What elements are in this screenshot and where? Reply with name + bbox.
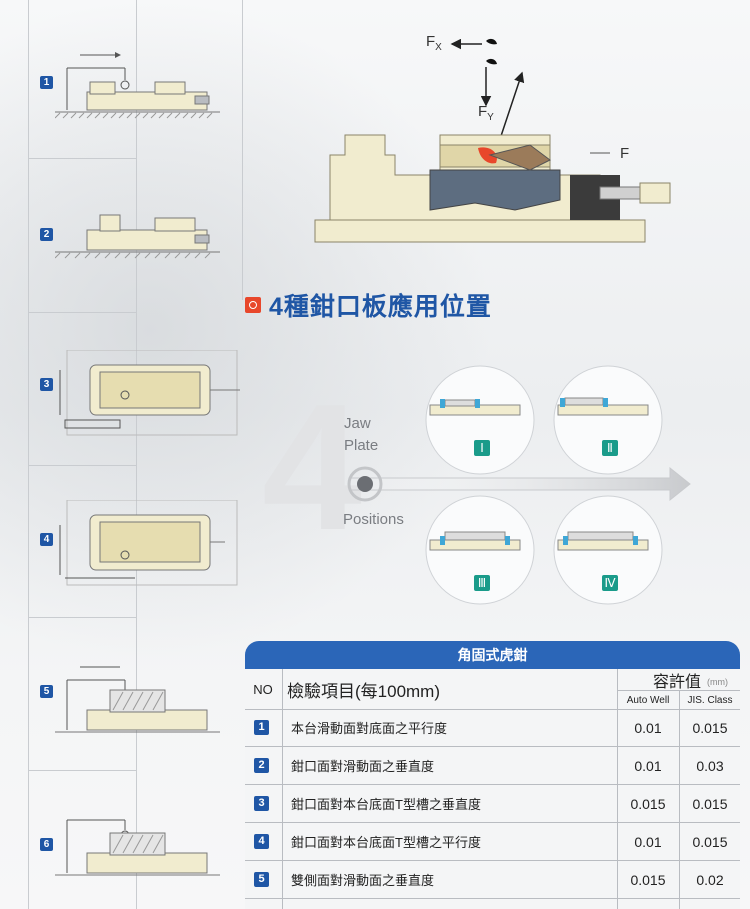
side-number-badge: 2 [40,228,53,241]
jis-value: 0.03 [696,757,724,774]
column-header-jis: JIS. Class [687,694,733,706]
column-divider [617,669,618,909]
side-number-badge: 4 [40,533,53,546]
table-caption: 角固式虎鉗 [245,641,740,669]
table-row: 1 本台滑動面對底面之平行度 0.01 0.015 [245,709,740,747]
page-title: 4種鉗口板應用位置 [269,293,492,321]
position-badge-3: Ⅲ [474,575,490,591]
position-badge-1: Ⅰ [474,440,490,456]
inspection-diagram-top-view-parallel [59,500,238,586]
side-number-badge: 6 [40,838,53,851]
inspection-diagram-side-view [55,52,220,119]
autowell-value: 0.015 [630,795,666,812]
vise-force-diagram [314,38,671,243]
autowell-value: 0.01 [634,833,662,850]
row-number-badge: 4 [254,834,269,849]
cutting-tool-icon [486,58,497,65]
inspection-diagram-top-view [59,350,240,436]
jis-value: 0.015 [692,719,728,736]
column-divider [282,669,283,909]
column-guide-left [28,0,29,909]
positions-label: Positions [343,511,404,528]
large-numeral: 4 [262,367,363,568]
jis-value: 0.015 [692,795,728,812]
table-row: 5 雙側面對滑動面之垂直度 0.015 0.02 [245,861,740,899]
divider [28,617,136,618]
divider [28,312,136,313]
table-body: NO 檢驗項目(每100mm) 容許值 (mm) Auto Well JIS. … [245,669,740,909]
column-header-item: 檢驗項目(每100mm) [287,681,441,701]
autowell-value: 0.01 [634,757,662,774]
row-number-badge: 3 [254,796,269,811]
table-row: 2 鉗口面對滑動面之垂直度 0.01 0.03 [245,747,740,785]
jis-value: 0.015 [692,833,728,850]
unit-label: (mm) [707,677,728,687]
inspection-table: 角固式虎鉗 NO 檢驗項目(每100mm) 容許值 (mm) Auto Well… [245,641,740,909]
divider [28,770,136,771]
table-row: 4 鉗口面對本台底面T型槽之平行度 0.01 0.015 [245,823,740,861]
inspection-item: 本台滑動面對底面之平行度 [291,721,448,736]
row-number-badge: 2 [254,758,269,773]
inspection-diagram-jaw-face [55,214,220,259]
divider [28,465,136,466]
column-header-autowell: Auto Well [626,694,670,706]
inspection-item: 鉗口面對本台底面T型槽之垂直度 [291,797,481,812]
section-title: 4種鉗口板應用位置 [245,287,492,323]
jis-value: 0.02 [696,871,724,888]
inspection-item: 鉗口面對本台底面T型槽之平行度 [291,835,481,850]
column-header-no: NO [253,681,273,697]
plate-label: Plate [344,437,379,454]
side-number-badge: 1 [40,76,53,89]
column-divider [679,691,680,909]
cutting-tool-icon [486,38,497,45]
column-guide-right [136,0,137,909]
row-number-badge: 5 [254,872,269,887]
force-y-label: FY [478,103,494,123]
jaw-plate-positions-diagram [347,365,691,605]
divider [28,158,136,159]
jaw-label: Jaw [344,415,371,432]
header-subdivider [617,690,740,691]
table-row: 3 鉗口面對本台底面T型槽之垂直度 0.015 0.015 [245,785,740,823]
inspection-diagram-side-perpendicular [55,666,220,733]
column-guide-upper [242,0,243,300]
autowell-value: 0.01 [634,719,662,736]
table-header-row: NO 檢驗項目(每100mm) 容許值 (mm) Auto Well JIS. … [245,669,740,710]
force-x-label: FX [426,33,442,53]
side-number-badge: 5 [40,685,53,698]
inspection-item: 雙側面對滑動面之垂直度 [291,873,435,888]
autowell-value: 0.015 [630,871,666,888]
inspection-item: 鉗口面對滑動面之垂直度 [291,759,435,774]
row-number-badge: 1 [254,720,269,735]
position-badge-4: Ⅳ [602,575,618,591]
column-header-tolerance: 容許值 [653,674,702,691]
side-number-badge: 3 [40,378,53,391]
force-label: F [620,145,630,162]
title-bullet-icon [245,297,261,313]
inspection-diagram-side-perpendicular-alt [55,819,220,876]
position-badge-2: Ⅱ [602,440,618,456]
